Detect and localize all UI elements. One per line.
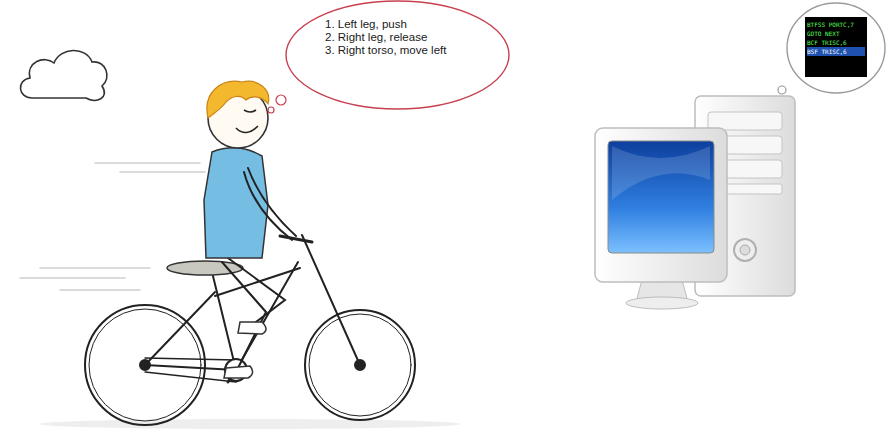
code-line: BSF TRISC,6 (807, 47, 865, 56)
bubble-ellipse (787, 3, 885, 93)
thought-bubble: 1. Left leg, push2. Right leg, release3.… (285, 0, 510, 110)
arm (248, 168, 296, 236)
step-text: 3. Right torso, move left (325, 44, 446, 57)
step-text: 2. Right leg, release (325, 31, 446, 44)
bubble-ellipse (286, 1, 509, 109)
bicycle (85, 235, 415, 425)
ground-shadow (40, 419, 460, 429)
thought-text: 1. Left leg, push2. Right leg, release3.… (325, 18, 446, 57)
shoe (224, 366, 253, 378)
legs (222, 258, 285, 372)
cloud (20, 50, 107, 100)
code-line: BCF TRISC,6 (807, 38, 865, 47)
eye (244, 110, 256, 112)
arm (244, 172, 292, 240)
step-text: 1. Left leg, push (325, 18, 446, 31)
smile (236, 126, 258, 133)
monitor (595, 128, 727, 309)
thought-bubble: BTFSS PORTC,7GOTO NEXTBCF TRISC,6BSF TRI… (786, 2, 886, 94)
bubble-dot (276, 95, 286, 105)
hair (207, 81, 269, 118)
code-line: GOTO NEXT (807, 29, 865, 38)
shoe (238, 322, 266, 334)
bubble-dot (778, 86, 786, 94)
code-screen: BTFSS PORTC,7GOTO NEXTBCF TRISC,6BSF TRI… (805, 17, 867, 77)
code-line: BTFSS PORTC,7 (807, 20, 865, 29)
bubble-dot (268, 107, 274, 113)
